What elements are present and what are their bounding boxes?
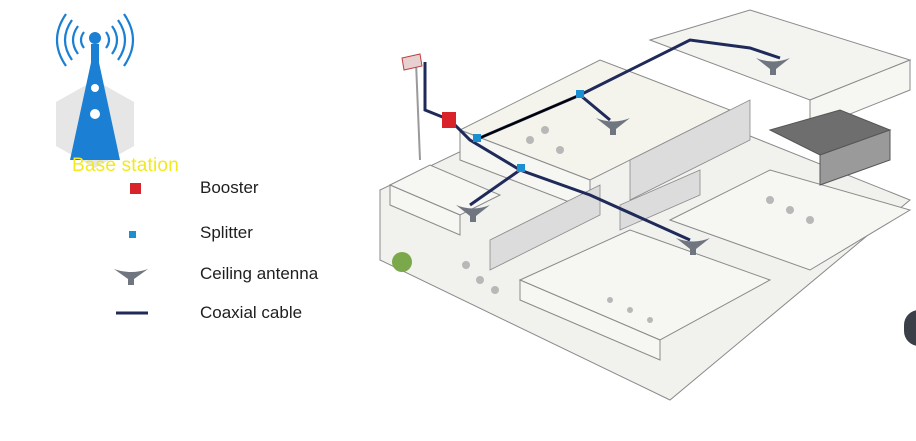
legend-label-booster: Booster <box>200 178 259 197</box>
coaxial-cable-icon <box>110 300 148 326</box>
base-station-label: Base station <box>72 155 179 176</box>
legend-item-booster: Booster <box>110 175 259 201</box>
legend-panel: Base station Booster Splitter Ceiling an… <box>0 0 360 436</box>
signal-waves-icon <box>55 13 135 67</box>
legend-label-splitter: Splitter <box>200 223 253 242</box>
partial-side-button[interactable] <box>904 310 916 346</box>
building-cutaway <box>379 9 912 401</box>
building-illustration <box>370 0 916 436</box>
ceiling-antenna-icon <box>110 261 148 287</box>
legend-item-coaxial-cable: Coaxial cable <box>110 300 302 326</box>
legend-label-ceiling-antenna: Ceiling antenna <box>200 264 319 283</box>
legend-item-splitter: Splitter <box>110 220 253 246</box>
booster-icon <box>110 175 146 201</box>
base-station-tower-icon <box>55 13 135 168</box>
base-station: Base station <box>40 10 179 180</box>
legend-item-ceiling-antenna: Ceiling antenna <box>110 261 318 287</box>
legend-label-coaxial-cable: Coaxial cable <box>200 303 303 322</box>
booster-device <box>442 112 456 128</box>
splitter-icon <box>110 220 146 246</box>
